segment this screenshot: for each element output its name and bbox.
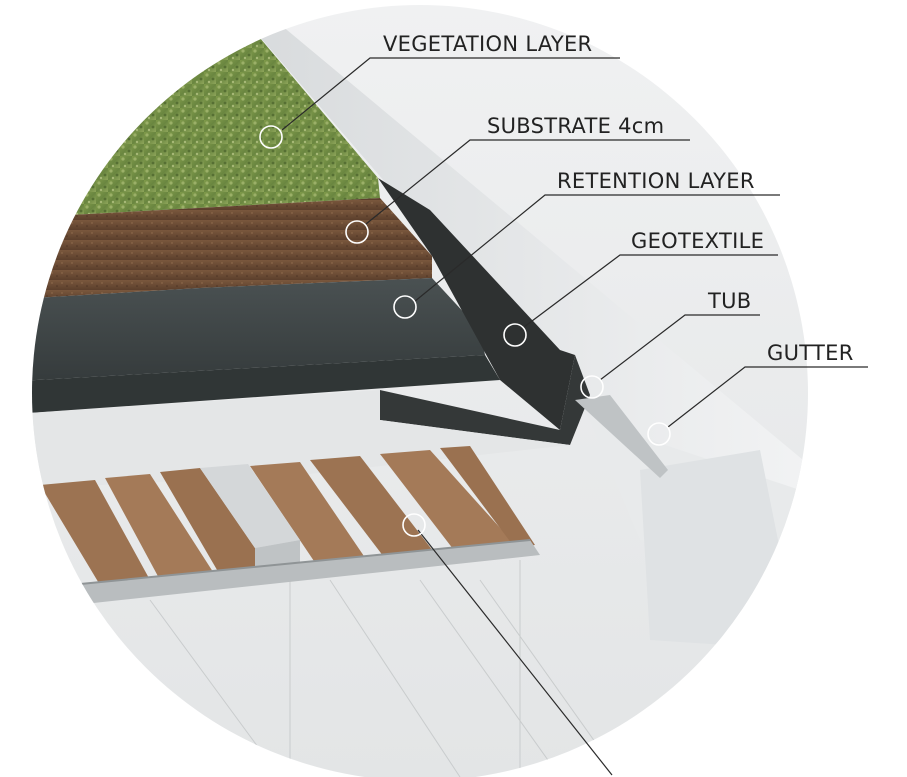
leader-lines — [281, 57, 868, 776]
membrane-sheet — [32, 390, 570, 490]
leader-substrate — [365, 139, 690, 225]
tub-bottom — [380, 355, 590, 445]
substrate-layer — [32, 198, 432, 300]
tub-bracket — [575, 395, 668, 478]
label-vegetation-layer: VEGETATION LAYER — [383, 32, 592, 56]
mounting-rail — [70, 540, 540, 605]
leader-vegetation — [281, 57, 620, 131]
marker-gutter — [647, 422, 671, 446]
label-tub: TUB — [707, 289, 752, 313]
leader-geotextile — [519, 254, 778, 331]
label-geotextile: GEOTEXTILE — [631, 229, 764, 253]
leader-tub — [599, 314, 760, 381]
battens — [40, 446, 535, 585]
retention-layer-front — [32, 355, 500, 415]
marker-tub — [580, 375, 604, 399]
marker-rings — [259, 125, 671, 537]
marker-retention — [393, 295, 417, 319]
leader-battens — [417, 529, 613, 776]
label-gutter: GUTTER — [767, 341, 854, 365]
square-tube — [200, 464, 300, 548]
marker-vegetation — [259, 125, 283, 149]
leader-gutter — [667, 366, 868, 428]
label-retention-layer: RETENTION LAYER — [557, 169, 755, 193]
gutter-sheet — [228, 5, 808, 490]
marker-battens — [402, 513, 426, 537]
leader-retention — [413, 194, 780, 303]
marker-substrate — [345, 220, 369, 244]
tub-edge-wall — [378, 178, 575, 430]
marker-geotextile — [503, 323, 527, 347]
label-substrate: SUBSTRATE 4cm — [487, 114, 664, 138]
retention-layer — [32, 278, 485, 382]
